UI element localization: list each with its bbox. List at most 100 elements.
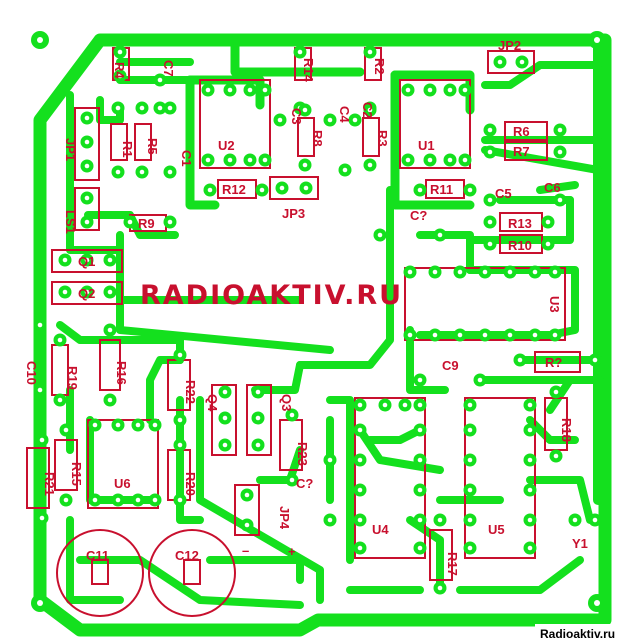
pad-hole [135, 422, 141, 428]
pad-hole [367, 162, 373, 168]
label-r11: R11 [430, 182, 453, 197]
label-r12: R12 [222, 182, 246, 197]
pad-hole [244, 522, 250, 528]
pad-hole [462, 157, 468, 163]
pad-hole [167, 219, 173, 225]
pad-hole [222, 415, 228, 421]
pad-hole [532, 269, 538, 275]
pad-hole [507, 332, 513, 338]
pad-hole [545, 219, 551, 225]
pad-hole [352, 117, 358, 123]
pad-hole [39, 515, 45, 521]
pad-hole [92, 422, 98, 428]
pad-hole [255, 442, 261, 448]
label-r6: R6 [513, 124, 530, 139]
label-c2: C2 [360, 102, 375, 119]
pad-hole [432, 269, 438, 275]
pad-hole [382, 402, 388, 408]
label-r10: R10 [508, 238, 532, 253]
pad-hole [417, 377, 423, 383]
pad-hole [487, 149, 493, 155]
pad-hole [247, 87, 253, 93]
pad-hole [405, 157, 411, 163]
label-r13: R13 [508, 216, 532, 231]
pad-hole [115, 497, 121, 503]
pad-hole [107, 327, 113, 333]
pad-hole [279, 185, 285, 191]
label-minus: – [242, 543, 249, 558]
pad-hole [152, 497, 158, 503]
label-r9: R9 [138, 216, 155, 231]
pad-hole [545, 241, 551, 247]
pad-hole [115, 169, 121, 175]
pad-hole [552, 269, 558, 275]
pad-hole [527, 427, 533, 433]
pad-hole [327, 117, 333, 123]
pad-hole [92, 497, 98, 503]
label-q3: Q3 [279, 394, 294, 411]
pad-hole [177, 417, 183, 423]
pad-hole [57, 397, 63, 403]
label-r4: R4 [112, 62, 127, 79]
pad-hole [62, 257, 68, 263]
pad-hole [357, 517, 363, 523]
pad-hole [115, 105, 121, 111]
pad-hole [417, 517, 423, 523]
pad-hole [367, 49, 373, 55]
watermark-bg [535, 624, 635, 644]
label-c10: C10 [24, 361, 39, 385]
pad-hole [177, 352, 183, 358]
pad-hole [259, 187, 265, 193]
label-u6: U6 [114, 476, 131, 491]
pad-hole [357, 545, 363, 551]
pad-hole [227, 157, 233, 163]
pad-hole [357, 487, 363, 493]
pad-hole [357, 427, 363, 433]
pad-hole [84, 257, 90, 263]
pad-hole [177, 442, 183, 448]
pads [33, 45, 602, 595]
silkscreen [26, 47, 581, 617]
pad-hole [84, 289, 90, 295]
pad-hole [417, 457, 423, 463]
pad-hole [592, 357, 598, 363]
label-r8: R8 [310, 130, 325, 147]
pad-hole [467, 517, 473, 523]
pad-hole [255, 389, 261, 395]
pad-hole [487, 197, 493, 203]
pad-hole [417, 187, 423, 193]
pad-hole [377, 232, 383, 238]
board-title: RADIOAKTIV.RU [140, 280, 403, 311]
pad-hole [37, 322, 43, 328]
pad-hole [255, 415, 261, 421]
pad-hole [467, 545, 473, 551]
pad-hole [207, 187, 213, 193]
label-r21: R21 [42, 472, 57, 496]
pad-hole [527, 545, 533, 551]
label-r1: R1 [120, 141, 135, 158]
pad-hole [437, 517, 443, 523]
label-r16: R16 [114, 361, 129, 385]
label-q4: Q4 [205, 394, 220, 412]
label-r7: R7 [513, 144, 530, 159]
label-c6: C6 [544, 180, 561, 195]
pad-hole [62, 289, 68, 295]
label-q2: Q2 [78, 286, 95, 301]
label-c1: C1 [179, 150, 194, 167]
pad-hole [39, 437, 45, 443]
pad-hole [222, 389, 228, 395]
label-u2: U2 [218, 138, 235, 153]
pad-hole [527, 487, 533, 493]
pad-hole [447, 87, 453, 93]
pad-hole [262, 87, 268, 93]
pad-hole [227, 87, 233, 93]
label-c12: C12 [175, 548, 199, 563]
pad-hole [417, 487, 423, 493]
label-r5: R5 [145, 138, 160, 155]
label-jp3: JP3 [282, 206, 305, 221]
pad-hole [527, 457, 533, 463]
label-r17: R17 [445, 552, 460, 576]
pad-hole [507, 269, 513, 275]
pad-hole [327, 457, 333, 463]
label-u3: U3 [547, 296, 562, 313]
